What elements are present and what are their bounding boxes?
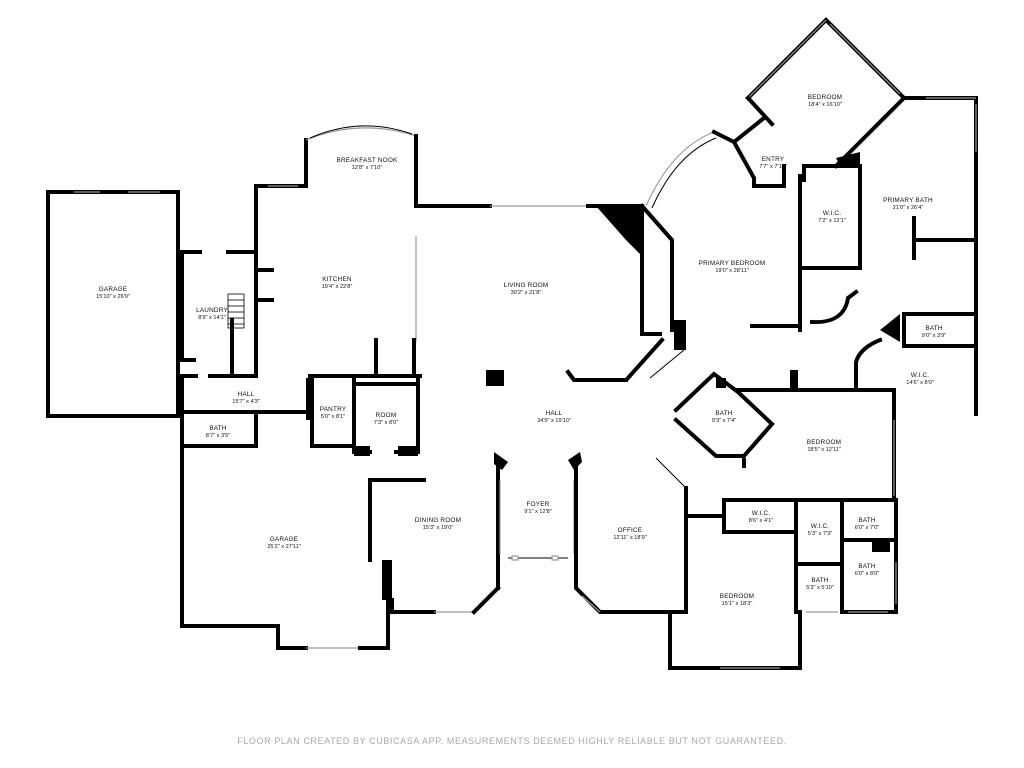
breakfast-nook-name: BREAKFAST NOOK <box>337 157 398 164</box>
bath-a-name: BATH <box>858 517 876 524</box>
bath-a-dim: 6'0" x 7'0" <box>855 525 879 531</box>
entry-name: ENTRY <box>762 156 785 163</box>
bath-west-dim: 8'7" x 3'5" <box>206 433 230 439</box>
office-walls <box>574 457 688 614</box>
bath-c-name: BATH <box>811 577 829 584</box>
living-room-dim: 30'2" x 21'8" <box>511 290 542 296</box>
primary-bedroom-name: PRIMARY BEDROOM <box>699 260 766 267</box>
laundry-name: LAUNDRY <box>196 307 228 314</box>
garage-left-walls <box>46 190 180 418</box>
laundry-dim: 8'9" x 14'1" <box>198 315 226 321</box>
wic-east-name: W.I.C. <box>911 372 930 379</box>
dining-room-name: DINING ROOM <box>415 517 461 524</box>
bedroom-ne-name: BEDROOM <box>808 94 842 101</box>
wic-b-name: W.I.C. <box>811 523 830 530</box>
bath-b-dim: 6'0" x 8'0" <box>855 571 879 577</box>
primary-bath-name: PRIMARY BATH <box>883 197 933 204</box>
hall-center-dim: 34'9" x 19'10" <box>537 418 571 424</box>
bath-b-name: BATH <box>858 563 876 570</box>
garage-left-dim: 15'10" x 26'9" <box>96 294 130 300</box>
garage-lower-dim: 25'2" x 27'11" <box>267 544 300 550</box>
dining-room-walls <box>382 452 508 615</box>
footer-disclaimer: FLOOR PLAN CREATED BY CUBICASA APP. MEAS… <box>237 736 787 746</box>
kitchen-dim: 19'4" x 22'8" <box>322 284 353 290</box>
hall-west-dim: 15'7" x 4'3" <box>232 399 260 405</box>
kitchen-walls <box>254 125 472 378</box>
wic-b-dim: 5'3" x 7'3" <box>808 531 832 537</box>
garage-lower-name: GARAGE <box>270 536 299 543</box>
bath-c-dim: 5'3" x 5'10" <box>806 585 834 591</box>
hall-west-name: HALL <box>238 391 255 398</box>
wic-east-walls <box>854 337 978 416</box>
garage-lower-walls <box>180 446 426 650</box>
office-dim: 12'11" x 18'9" <box>613 535 646 541</box>
bath-west-name: BATH <box>209 425 227 432</box>
bedroom-ne-dim: 18'4" x 16'10" <box>808 102 842 108</box>
breakfast-nook-dim: 12'8" x 7'10" <box>352 165 383 171</box>
living-room-name: LIVING ROOM <box>504 282 549 289</box>
wic-a-dim: 8'6" x 4'1" <box>749 518 773 524</box>
bedroom-se-walls <box>668 498 898 670</box>
primary-bedroom-dim: 19'0" x 28'11" <box>715 268 748 274</box>
foyer-name: FOYER <box>526 501 549 508</box>
wic-primary-walls <box>802 164 862 270</box>
bath-center-walls <box>649 349 775 458</box>
wic-east-dim: 14'6" x 8'0" <box>906 380 934 386</box>
pantry-name: PANTRY <box>320 406 347 413</box>
bedroom-east-dim: 18'5" x 12'11" <box>807 447 840 453</box>
entry-dim: 7'7" x 7'10" <box>759 164 787 170</box>
bath-primary-small-dim: 9'0" x 3'9" <box>922 333 946 339</box>
bath-center-name: BATH <box>715 410 733 417</box>
kitchen-name: KITCHEN <box>322 276 352 283</box>
laundry-walls <box>180 190 274 378</box>
pantry-dim: 5'0" x 8'1" <box>321 414 345 420</box>
bedroom-east-name: BEDROOM <box>807 439 841 446</box>
wic-primary-name: W.I.C. <box>823 210 842 217</box>
wic-primary-dim: 7'2" x 12'1" <box>818 218 846 224</box>
room-name: ROOM <box>376 412 397 419</box>
living-room-walls <box>468 204 665 386</box>
pantry-room-walls <box>310 376 420 456</box>
primary-bath-dim: 21'0" x 26'4" <box>893 205 924 211</box>
wic-a-name: W.I.C. <box>752 510 771 517</box>
hall-center-name: HALL <box>546 410 563 417</box>
bedroom-east-walls <box>736 370 896 498</box>
room-dim: 7'3" x 8'0" <box>374 420 398 426</box>
primary-bath-walls <box>880 96 978 416</box>
garage-left-name: GARAGE <box>99 286 128 293</box>
foyer-dim: 9'1" x 12'8" <box>524 509 552 515</box>
room-labels: GARAGE 15'10" x 26'9" LAUNDRY 8'9" x 14'… <box>96 94 946 607</box>
office-name: OFFICE <box>618 527 643 534</box>
primary-bedroom-walls <box>639 129 859 350</box>
entry-bedroom-walls <box>731 17 907 169</box>
bath-center-dim: 9'3" x 7'4" <box>712 418 736 424</box>
bedroom-se-name: BEDROOM <box>720 593 754 600</box>
bedroom-se-dim: 15'1" x 18'3" <box>722 601 753 607</box>
bath-primary-small-name: BATH <box>925 325 943 332</box>
dining-room-dim: 15'3" x 19'0" <box>423 525 454 531</box>
hall-west-walls <box>180 378 314 448</box>
